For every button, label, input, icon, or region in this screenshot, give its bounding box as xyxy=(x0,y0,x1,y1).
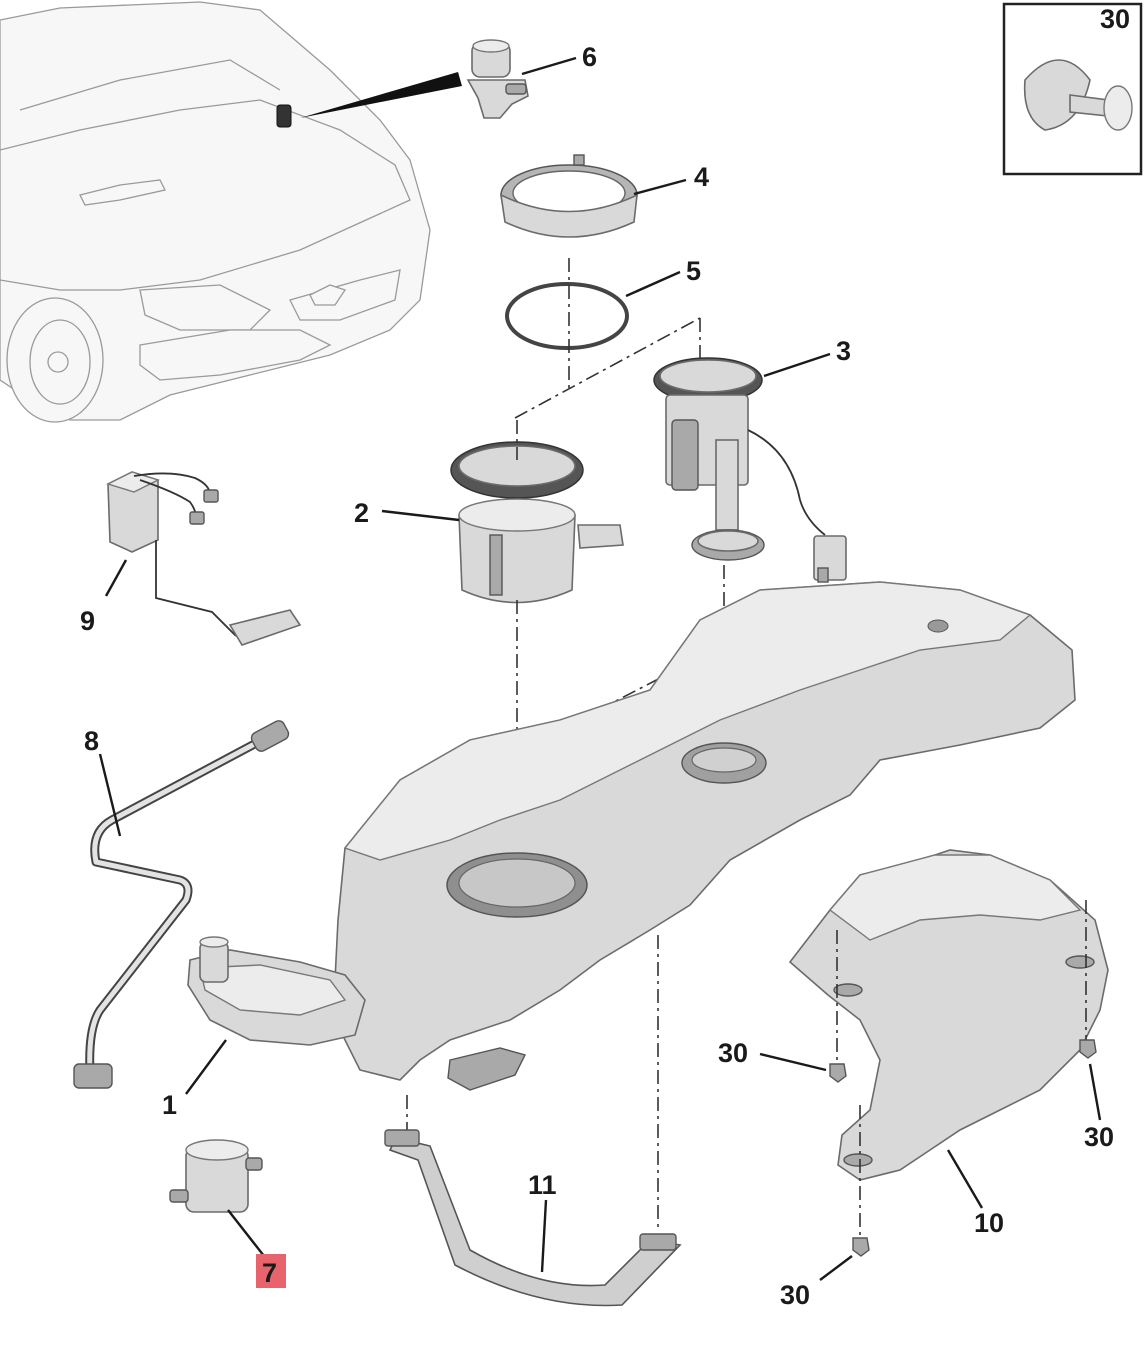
callout-11: 11 xyxy=(528,1170,557,1200)
callout-2: 2 xyxy=(354,498,369,528)
callout-6: 6 xyxy=(582,42,597,72)
callout-5: 5 xyxy=(686,256,701,286)
callout-7-highlight xyxy=(256,1254,286,1288)
part-6-sensor xyxy=(466,39,529,119)
callout-labels: 6 4 5 3 2 9 8 1 7 11 10 30 30 30 xyxy=(80,42,1114,1310)
part-10-heat-shield xyxy=(788,849,1109,1181)
part-2-fuel-sender-unit xyxy=(450,441,624,604)
inset-callout-30: 30 xyxy=(1100,4,1130,34)
callout-1: 1 xyxy=(162,1090,177,1120)
part-11-tank-strap xyxy=(384,1129,682,1307)
callout-9: 9 xyxy=(80,606,95,636)
fastener-icon xyxy=(829,1063,847,1083)
part-8-fuel-line xyxy=(73,720,290,1089)
part-9-electronic-module xyxy=(106,471,302,646)
callout-30-right: 30 xyxy=(1084,1122,1114,1152)
callout-4: 4 xyxy=(694,162,709,192)
callout-30-left: 30 xyxy=(718,1038,748,1068)
callout-7: 7 xyxy=(262,1258,277,1288)
fastener-icon xyxy=(852,1237,870,1257)
part-3-fuel-pump-module xyxy=(653,357,847,583)
callout-8: 8 xyxy=(84,726,99,756)
leader-lines xyxy=(98,56,1102,1281)
part-7-fuel-filter xyxy=(169,1139,263,1213)
fastener-icon xyxy=(1079,1039,1097,1059)
part-1-fuel-tank xyxy=(187,581,1076,1091)
part-5-seal-ring xyxy=(505,282,629,350)
inset-part-30: 30 xyxy=(1002,2,1143,176)
callout-3: 3 xyxy=(836,336,851,366)
part-30-fasteners xyxy=(829,1039,1097,1257)
callout-10: 10 xyxy=(974,1208,1004,1238)
part-4-lock-ring xyxy=(499,154,638,238)
pointer-wedge xyxy=(300,72,462,118)
vehicle-front-illustration xyxy=(0,1,431,423)
fuel-sensor-mount-icon xyxy=(276,104,292,128)
callout-30-bottom: 30 xyxy=(780,1280,810,1310)
